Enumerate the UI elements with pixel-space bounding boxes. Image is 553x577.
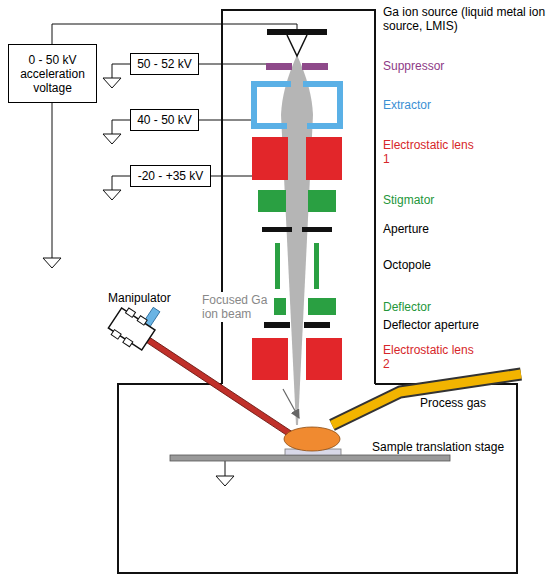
sample-stage <box>170 455 450 461</box>
deflector-aperture <box>264 322 290 328</box>
part-label: Process gas <box>420 396 486 410</box>
voltage-box: 0 - 50 kV acceleration voltage <box>8 44 97 103</box>
voltage-box: 40 - 50 kV <box>130 109 199 131</box>
suppressor <box>302 63 328 70</box>
gas-nozzle <box>332 374 521 425</box>
deflector <box>308 298 336 315</box>
octopole <box>275 243 280 289</box>
sample <box>284 427 340 451</box>
lens <box>306 137 342 180</box>
octopole <box>314 243 319 289</box>
part-label: Electrostatic lens 1 <box>383 138 475 166</box>
aperture <box>262 227 292 232</box>
part-label: Deflector aperture <box>383 318 479 332</box>
ga-source <box>267 29 327 35</box>
part-label: Electrostatic lens 2 <box>383 343 475 371</box>
part-label: Stigmator <box>383 193 434 207</box>
part-label: Aperture <box>383 222 429 236</box>
part-label: Manipulator <box>108 291 171 305</box>
voltage-box: -20 - +35 kV <box>130 165 211 187</box>
beam-label: Focused Ga ion beam <box>200 292 274 322</box>
voltage-text: 50 - 52 kV <box>135 57 194 71</box>
lens <box>252 338 288 380</box>
lens <box>306 338 342 380</box>
leader-arrow <box>283 389 299 418</box>
source-label: Ga ion source (liquid metal ion source, … <box>383 5 549 33</box>
deflector-aperture <box>304 322 330 328</box>
part-label: Sample translation stage <box>372 440 504 454</box>
part-label: Octopole <box>383 258 431 272</box>
voltage-text: 0 - 50 kV acceleration voltage <box>13 53 92 95</box>
part-label: Deflector <box>383 300 431 314</box>
stigmator <box>308 190 336 212</box>
gas-nozzle <box>332 374 521 425</box>
lens <box>252 137 288 180</box>
voltage-box: 50 - 52 kV <box>130 53 199 75</box>
ga-tip <box>287 35 307 56</box>
part-label: Extractor <box>383 98 431 112</box>
voltage-text: 40 - 50 kV <box>135 113 194 127</box>
aperture <box>302 227 332 232</box>
suppressor <box>266 63 292 70</box>
voltage-text: -20 - +35 kV <box>135 169 206 183</box>
stigmator <box>258 190 286 212</box>
vacuum-chamber <box>118 384 517 573</box>
part-label: Suppressor <box>383 59 444 73</box>
extractor <box>254 84 340 126</box>
